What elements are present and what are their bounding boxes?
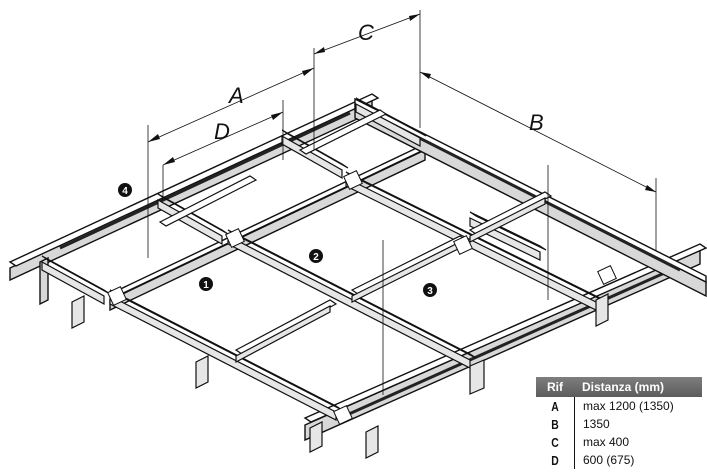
legend-header-value: Distanza (mm) bbox=[582, 380, 665, 394]
svg-text:2: 2 bbox=[313, 252, 319, 263]
legend-row: C max 400 bbox=[536, 433, 702, 451]
dimension-label-b: B bbox=[529, 110, 544, 135]
svg-text:4: 4 bbox=[122, 186, 128, 197]
legend-row: A max 1200 (1350) bbox=[536, 397, 702, 415]
distance-legend-table: Rif Distanza (mm) A max 1200 (1350) B 13… bbox=[536, 377, 702, 469]
cross-tee-rear bbox=[345, 171, 607, 313]
beam-end-feet bbox=[71, 293, 609, 459]
legend-row-value: max 1200 (1350) bbox=[574, 397, 674, 415]
dimension-labels: C A D B bbox=[214, 20, 544, 144]
dimension-label-c: C bbox=[358, 20, 374, 45]
callout-4: 4 bbox=[118, 183, 132, 197]
callout-1: 1 bbox=[199, 277, 213, 291]
legend-row-key: D bbox=[551, 452, 559, 468]
legend-header: Rif Distanza (mm) bbox=[536, 377, 702, 397]
legend-row-value: 1350 bbox=[574, 415, 610, 433]
svg-text:3: 3 bbox=[427, 286, 433, 297]
main-beam-rear bbox=[8, 93, 380, 306]
cross-tees bbox=[41, 97, 607, 421]
legend-header-key: Rif bbox=[547, 380, 563, 394]
legend-row-value: max 400 bbox=[574, 433, 629, 451]
callout-2: 2 bbox=[309, 249, 323, 263]
cross-tee-left bbox=[109, 289, 343, 421]
callout-badges: 1 2 3 4 bbox=[118, 183, 437, 297]
svg-text:1: 1 bbox=[203, 280, 209, 291]
legend-row: B 1350 bbox=[536, 415, 702, 433]
dimension-lines bbox=[147, 13, 657, 193]
dimension-label-a: A bbox=[227, 83, 244, 108]
short-cross-pieces bbox=[158, 109, 553, 363]
legend-row-key: A bbox=[551, 398, 559, 414]
dimension-label-d: D bbox=[214, 119, 230, 144]
legend-row-key: C bbox=[551, 434, 559, 450]
extension-lines bbox=[147, 10, 657, 395]
legend-row-value: 600 (675) bbox=[574, 451, 634, 469]
callout-3: 3 bbox=[423, 283, 437, 297]
joint-clips bbox=[107, 170, 617, 425]
legend-row-key: B bbox=[551, 416, 559, 432]
legend-row: D 600 (675) bbox=[536, 451, 702, 469]
cross-tee-back-left bbox=[41, 255, 111, 306]
